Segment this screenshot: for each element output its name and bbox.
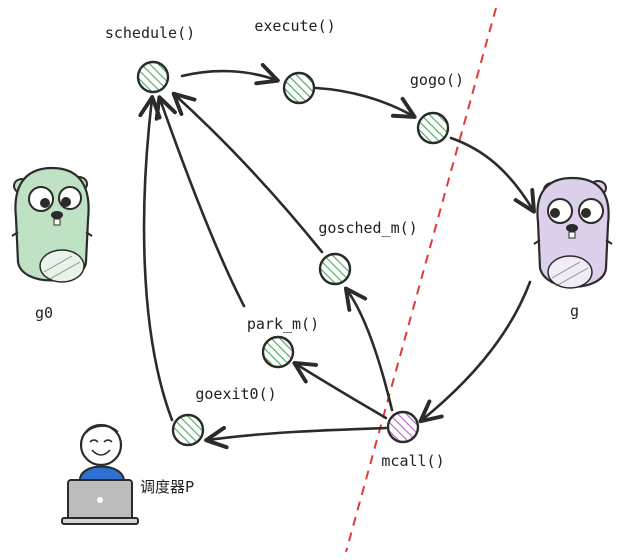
edge-mcall-to-gosched_m — [343, 286, 394, 412]
node-execute: execute() — [254, 17, 336, 105]
node-park_m-label: park_m() — [247, 315, 319, 333]
node-schedule: schedule() — [105, 24, 195, 94]
gopher-green-icon: g0 — [11, 166, 93, 322]
node-gogo-label: gogo() — [410, 71, 464, 89]
gopher-purple-icon: g — [533, 176, 613, 320]
node-schedule-label: schedule() — [105, 24, 195, 42]
node-park_m-circle — [261, 335, 295, 369]
edge-mcall-to-goexit0 — [204, 425, 388, 450]
edge-mcall-to-park_m — [292, 361, 388, 420]
node-goexit0: goexit0() — [171, 385, 277, 447]
edge-goexit0-to-schedule — [138, 95, 174, 422]
node-mcall-circle — [386, 410, 420, 444]
gopher-g0-label: g0 — [35, 304, 53, 322]
node-goexit0-label: goexit0() — [195, 385, 276, 403]
node-execute-label: execute() — [254, 17, 335, 35]
node-mcall: mcall() — [381, 410, 445, 470]
person-laptop-icon: 调度器P — [61, 423, 194, 525]
gopher-g-label: g — [570, 302, 579, 320]
node-park_m: park_m() — [247, 315, 319, 369]
edge-park_m-to-schedule — [154, 95, 246, 308]
node-execute-circle — [282, 71, 316, 105]
node-gogo-circle — [416, 111, 450, 145]
edge-gosched_m-to-schedule — [171, 91, 324, 254]
scheduler-label: 调度器P — [140, 478, 194, 496]
node-gosched_m: gosched_m() — [318, 219, 418, 286]
edge-g-to-mcall — [418, 280, 532, 424]
edge-execute-to-gogo — [314, 86, 417, 119]
node-schedule-circle — [136, 60, 170, 94]
edge-schedule-to-execute — [180, 62, 280, 86]
node-goexit0-circle — [171, 413, 205, 447]
node-gosched_m-circle — [318, 252, 352, 286]
edges — [138, 62, 536, 450]
node-gosched_m-label: gosched_m() — [318, 219, 417, 237]
node-mcall-label: mcall() — [381, 452, 444, 470]
red-divider-line — [345, 7, 497, 553]
edge-gogo-to-g — [449, 136, 536, 214]
node-gogo: gogo() — [410, 71, 464, 145]
